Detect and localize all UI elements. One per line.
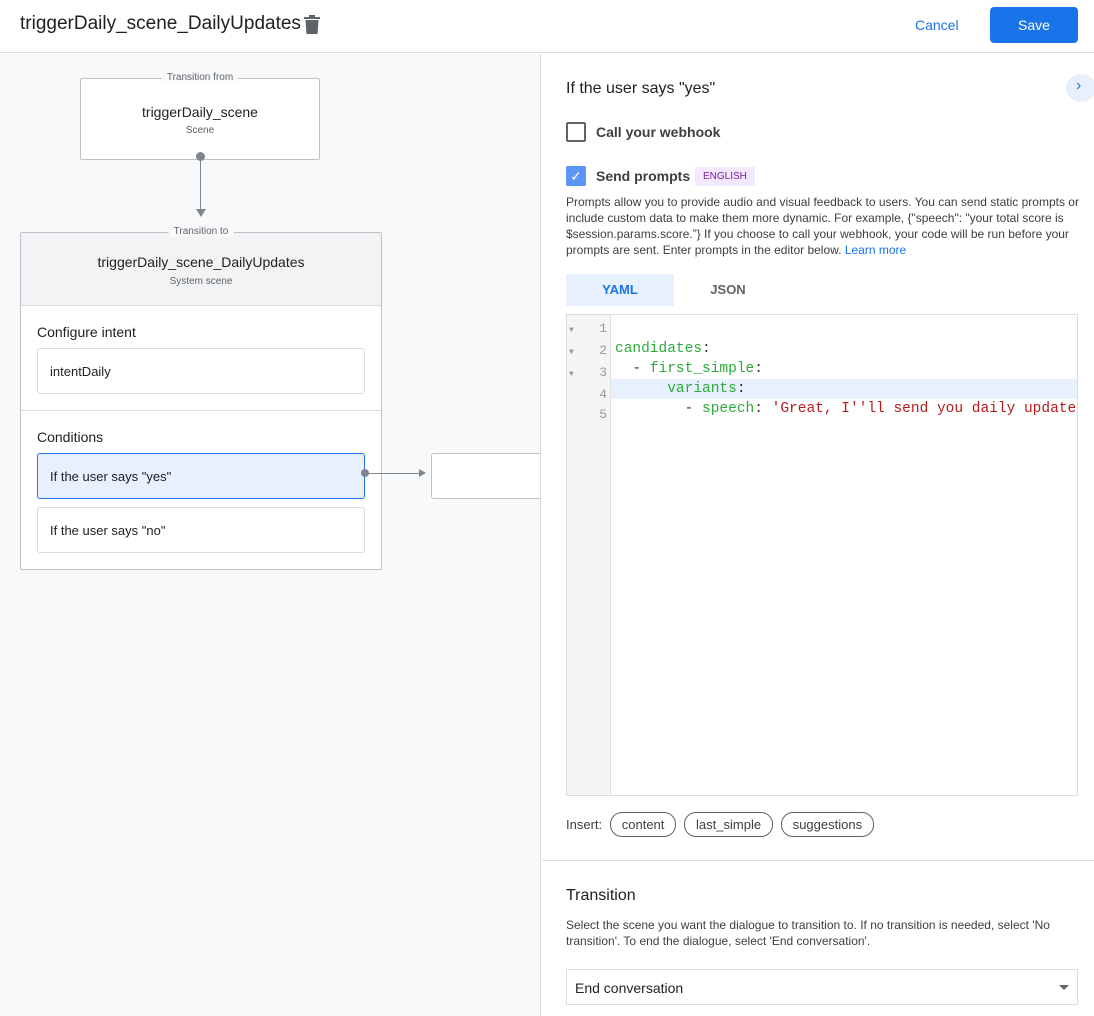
send-prompts-checkbox[interactable]: ✓ <box>566 166 586 186</box>
connector-dot <box>361 469 369 477</box>
connector-dot <box>196 152 205 161</box>
transition-description: Select the scene you want the dialogue t… <box>566 918 1050 948</box>
configure-intent-heading: Configure intent <box>37 324 136 340</box>
code-content: candidates: - first_simple: variants: - … <box>615 341 1075 417</box>
conditions-heading: Conditions <box>37 429 104 445</box>
fold-icon[interactable]: ▼ <box>569 348 574 357</box>
flow-canvas: Transition from triggerDaily_scene Scene… <box>0 54 541 1016</box>
header: triggerDaily_scene_DailyUpdates Cancel S… <box>0 0 1094 53</box>
fold-icon[interactable]: ▼ <box>569 326 574 335</box>
collapse-panel-button[interactable]: › <box>1066 74 1094 102</box>
transition-heading: Transition <box>566 887 636 904</box>
insert-label: Insert: <box>566 817 603 832</box>
code-editor[interactable]: ▼1 ▼2 ▼3 4 5 candidates: - first_simple:… <box>566 314 1078 796</box>
connector-line <box>200 160 201 210</box>
transition-to-node: Transition to triggerDaily_scene_DailyUp… <box>20 226 382 570</box>
language-badge: ENGLISH <box>695 167 755 186</box>
condition-yes[interactable]: If the user says "yes" <box>37 453 365 499</box>
page-title: triggerDaily_scene_DailyUpdates <box>20 13 301 34</box>
arrow-down-icon <box>196 209 206 217</box>
intent-item[interactable]: intentDaily <box>37 348 365 394</box>
webhook-checkbox[interactable] <box>566 122 586 142</box>
condition-no[interactable]: If the user says "no" <box>37 507 365 553</box>
tab-yaml[interactable]: YAML <box>566 274 674 306</box>
target-node[interactable] <box>431 453 540 499</box>
insert-chip-content[interactable]: content <box>609 812 677 837</box>
trash-icon[interactable] <box>304 15 320 34</box>
tab-json[interactable]: JSON <box>710 282 746 297</box>
arrow-right-icon <box>419 469 426 477</box>
transition-selected-value: End conversation <box>575 980 684 996</box>
send-prompts-label: Send prompts <box>596 168 691 184</box>
dropdown-arrow-icon <box>1059 985 1069 990</box>
fold-icon[interactable]: ▼ <box>569 370 574 379</box>
learn-more-link[interactable]: Learn more <box>844 243 907 257</box>
save-button[interactable]: Save <box>990 7 1078 43</box>
condition-panel: › If the user says "yes" Call your webho… <box>542 54 1094 1016</box>
insert-chip-last-simple[interactable]: last_simple <box>684 812 774 837</box>
line-gutter: ▼1 ▼2 ▼3 4 5 <box>569 321 607 422</box>
transition-from-node[interactable]: Transition from triggerDaily_scene Scene <box>80 72 320 160</box>
transition-select[interactable]: End conversation <box>566 969 1078 1005</box>
webhook-label: Call your webhook <box>596 124 721 140</box>
panel-heading: If the user says "yes" <box>566 80 716 97</box>
cancel-button[interactable]: Cancel <box>904 10 970 40</box>
prompts-description: Prompts allow you to provide audio and v… <box>566 195 1079 257</box>
connector-line <box>368 473 420 474</box>
insert-chip-suggestions[interactable]: suggestions <box>780 812 875 837</box>
